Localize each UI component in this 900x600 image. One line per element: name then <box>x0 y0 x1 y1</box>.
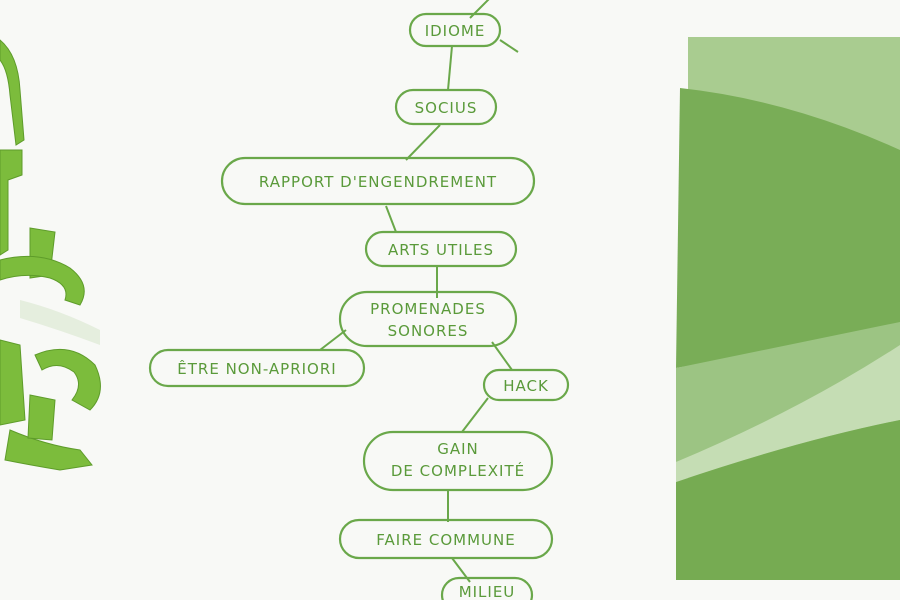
node-milieu-label: MILIEU <box>459 583 516 600</box>
cutout-shadow <box>20 300 100 345</box>
green-paper-panel <box>676 37 900 580</box>
node-arts-utiles: ARTS UTILES <box>364 230 518 268</box>
node-promenades-sonores: PROMENADES SONORES <box>338 290 518 348</box>
cutout-letters-decoration <box>0 39 101 471</box>
node-hack: HACK <box>482 368 570 402</box>
node-hack-label: HACK <box>503 377 549 395</box>
node-promenades-label-line1: PROMENADES <box>370 300 486 318</box>
node-faire-commune: FAIRE COMMUNE <box>338 518 554 560</box>
node-faire-label: FAIRE COMMUNE <box>376 531 515 549</box>
node-promenades-label-line2: SONORES <box>388 322 469 340</box>
node-idiome: IDIOME <box>408 12 502 48</box>
node-gain-label-line1: GAIN <box>437 440 479 458</box>
node-milieu: MILIEU <box>440 576 534 600</box>
node-socius: SOCIUS <box>394 88 498 126</box>
node-arts-utiles-label: ARTS UTILES <box>388 241 494 259</box>
node-rapport: RAPPORT D'ENGENDREMENT <box>220 156 536 206</box>
node-etre-label: ÊTRE NON-APRIORI <box>177 359 336 378</box>
node-gain-label-line2: DE COMPLEXITÉ <box>391 461 525 480</box>
node-rapport-label: RAPPORT D'ENGENDREMENT <box>259 173 497 191</box>
node-socius-label: SOCIUS <box>415 99 478 117</box>
node-etre-non-apriori: ÊTRE NON-APRIORI <box>148 348 366 388</box>
node-gain-de-complexite: GAIN DE COMPLEXITÉ <box>362 430 554 492</box>
node-idiome-label: IDIOME <box>425 22 486 40</box>
